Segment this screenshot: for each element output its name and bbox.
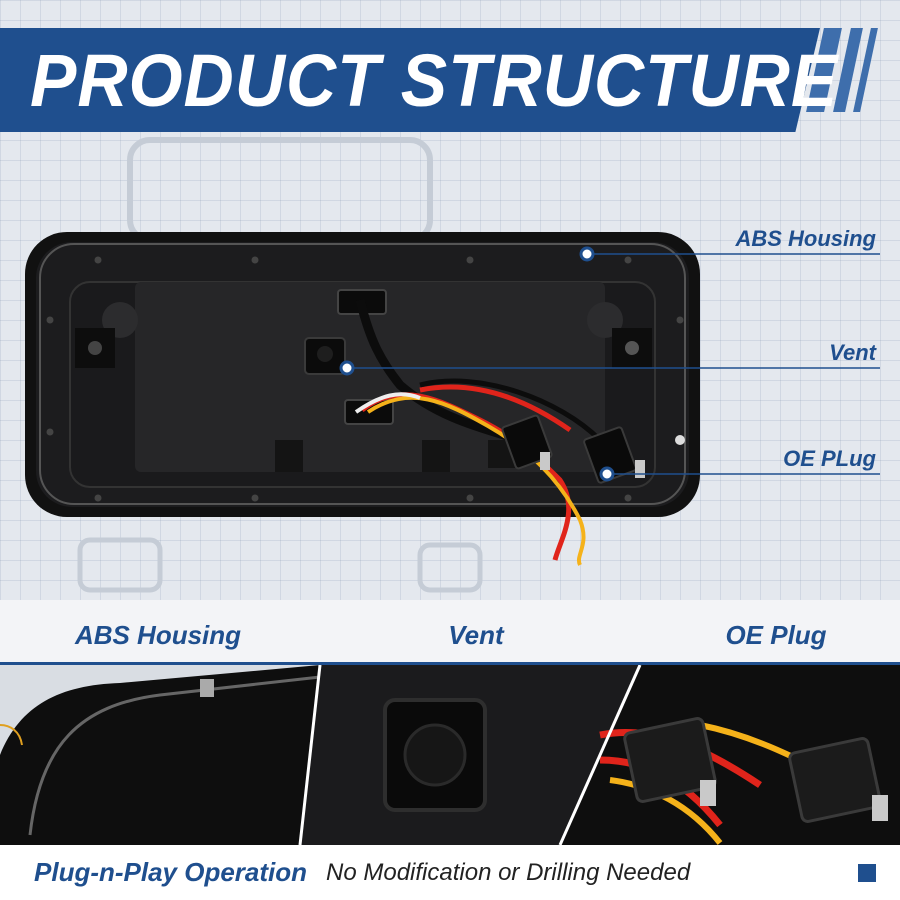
callout-vent: Vent: [829, 340, 876, 365]
white-wire: [354, 392, 421, 414]
screw-hole: [625, 341, 639, 355]
housing-edge: [39, 243, 686, 505]
band-divider: [0, 662, 900, 665]
main-wire: [355, 298, 522, 445]
callout-dot: [599, 466, 615, 482]
footer-highlight: Plug-n-Play Operation: [34, 857, 308, 887]
closeup-photos: [0, 664, 900, 846]
plug-pin: [540, 452, 550, 470]
tail-light-illustration: [25, 137, 880, 593]
feature-label-abs-housing: ABS Housing: [74, 620, 242, 650]
housing-edge: [28, 675, 321, 836]
closeup-housing: [0, 665, 320, 845]
callout-dot: [339, 360, 355, 376]
feature-label-oe-plug: OE Plug: [725, 620, 827, 650]
closeup-oe-plug: [788, 737, 882, 823]
closeup-oe-plug: [623, 717, 717, 803]
vent-hole: [317, 346, 333, 362]
red-wire: [419, 384, 572, 433]
notch: [422, 440, 450, 472]
background-shape: [77, 537, 163, 593]
footer-square-icon: [858, 864, 876, 882]
notch: [275, 440, 303, 472]
housing-screw: [200, 679, 214, 697]
page-title: PRODUCT STRUCTURE: [30, 39, 839, 122]
closeup-vent-hole: [403, 723, 467, 787]
callout-abs-housing: ABS Housing: [735, 226, 876, 251]
footer-bar: [0, 845, 900, 900]
closeup-illustrations: [0, 664, 900, 846]
black-wire: [419, 378, 602, 442]
plug-pin: [635, 460, 645, 478]
footer-text: No Modification or Drilling Needed: [326, 859, 691, 886]
background-shape: [417, 542, 483, 593]
oe-plug: [501, 414, 553, 470]
background-shape: [127, 137, 433, 243]
title-banner: [0, 28, 820, 132]
screw-hole: [88, 341, 102, 355]
feature-band: [0, 600, 900, 666]
callout-oe-plug: OE PLug: [783, 446, 876, 471]
oe-plug: [583, 426, 637, 484]
callout-dot: [579, 246, 595, 262]
feature-label-vent: Vent: [448, 620, 504, 650]
